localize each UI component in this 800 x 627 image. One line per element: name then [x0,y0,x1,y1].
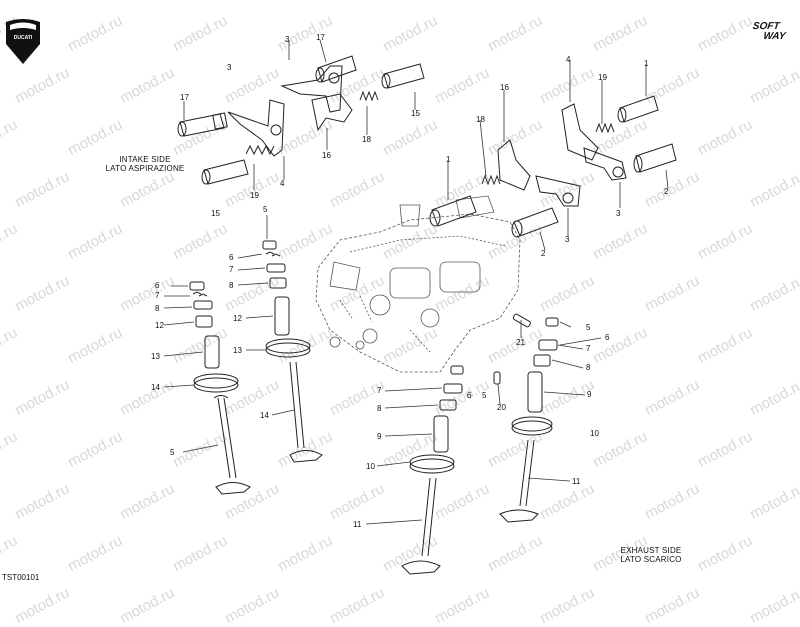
shaft-15-top [381,63,425,89]
part-callout-5: 5 [586,323,591,332]
exploded-parts-drawing: 1731731618151941516118419123325678121314… [151,33,677,575]
shaft-1-mid [429,195,477,227]
intake-side-label: INTAKE SIDE LATO ASPIRAZIONE [104,155,186,173]
left-valve-stack-1 [189,281,251,495]
rocker-4-left [227,99,285,157]
right-valve-stack [499,313,559,523]
shaft-1-right [617,95,659,123]
shaft-17-top [315,55,357,83]
part-callout-16: 16 [322,151,331,160]
intake-side-label-it: LATO ASPIRAZIONE [105,164,185,173]
part-callout-2: 2 [541,249,546,258]
part-callout-6: 6 [155,281,160,290]
part-callout-17: 17 [316,33,325,42]
part-callout-13: 13 [151,352,160,361]
rocker-16-top [311,93,353,132]
part-callout-1: 1 [446,155,451,164]
part-callout-18: 18 [476,115,485,124]
rocker-3-right [583,147,627,181]
part-callout-14: 14 [260,411,269,420]
ducati-logo: DUCATI [4,18,42,66]
spring-19-right [595,122,615,134]
part-callout-6: 6 [467,391,472,400]
part-callout-7: 7 [229,265,234,274]
part-callout-8: 8 [229,281,234,290]
exhaust-side-label: EXHAUST SIDE LATO SCARICO [610,546,692,564]
part-callout-19: 19 [598,73,607,82]
part-callout-19: 19 [250,191,259,200]
part-callout-16: 16 [500,83,509,92]
intake-side-label-en: INTAKE SIDE [119,155,171,164]
part-callout-3: 3 [565,235,570,244]
part-callout-7: 7 [586,344,591,353]
drawing-code: TST00101 [2,573,40,582]
part-callout-9: 9 [377,432,382,441]
spring-19-left [245,144,275,156]
part-callout-3: 3 [616,209,621,218]
rocker-3-mid [535,175,581,207]
left-valve-stack-2 [262,240,323,463]
part-callout-8: 8 [377,404,382,413]
part-callout-17: 17 [180,93,189,102]
shaft-2-mid [511,207,559,238]
part-callout-3: 3 [227,63,232,72]
part-callout-15: 15 [411,109,420,118]
cylinder-head [315,195,521,373]
rocker-16-right [497,139,531,191]
part-callout-4: 4 [280,179,285,188]
part-callout-7: 7 [155,291,160,300]
part-callout-1: 1 [644,59,649,68]
part-callout-12: 12 [155,321,164,330]
part-callout-8: 8 [155,304,160,313]
part-callout-8: 8 [586,363,591,372]
part-callout-11: 11 [572,477,581,486]
part-callout-2: 2 [664,187,669,196]
shaft-2-right [633,143,677,173]
spring-18-right [481,174,501,186]
rocker-4-right [561,103,599,161]
part-callout-12: 12 [233,314,242,323]
part-callout-20: 20 [497,403,506,412]
shaft-17-left [177,112,228,137]
part-callout-10: 10 [590,429,599,438]
exhaust-side-label-en: EXHAUST SIDE [620,546,682,555]
part-callout-18: 18 [362,135,371,144]
shaft-15-left [201,159,249,185]
part-callout-6: 6 [605,333,610,342]
exhaust-side-label-it: LATO SCARICO [620,555,682,564]
part-callout-5: 5 [482,391,487,400]
part-callout-3: 3 [285,35,290,44]
part-callout-11: 11 [353,520,362,529]
part-callout-13: 13 [233,346,242,355]
part-callout-5: 5 [170,448,175,457]
spring-18-top [359,90,379,102]
part-callout-4: 4 [566,55,571,64]
part-callout-21: 21 [516,338,525,347]
part-callout-5: 5 [263,205,268,214]
logo-text: DUCATI [13,35,33,41]
rocker-3-top [280,65,343,113]
part-callout-14: 14 [151,383,160,392]
part-callout-10: 10 [366,462,375,471]
part-callout-6: 6 [229,253,234,262]
part-callout-15: 15 [211,209,220,218]
part-callout-9: 9 [587,390,592,399]
part-callout-7: 7 [377,386,382,395]
